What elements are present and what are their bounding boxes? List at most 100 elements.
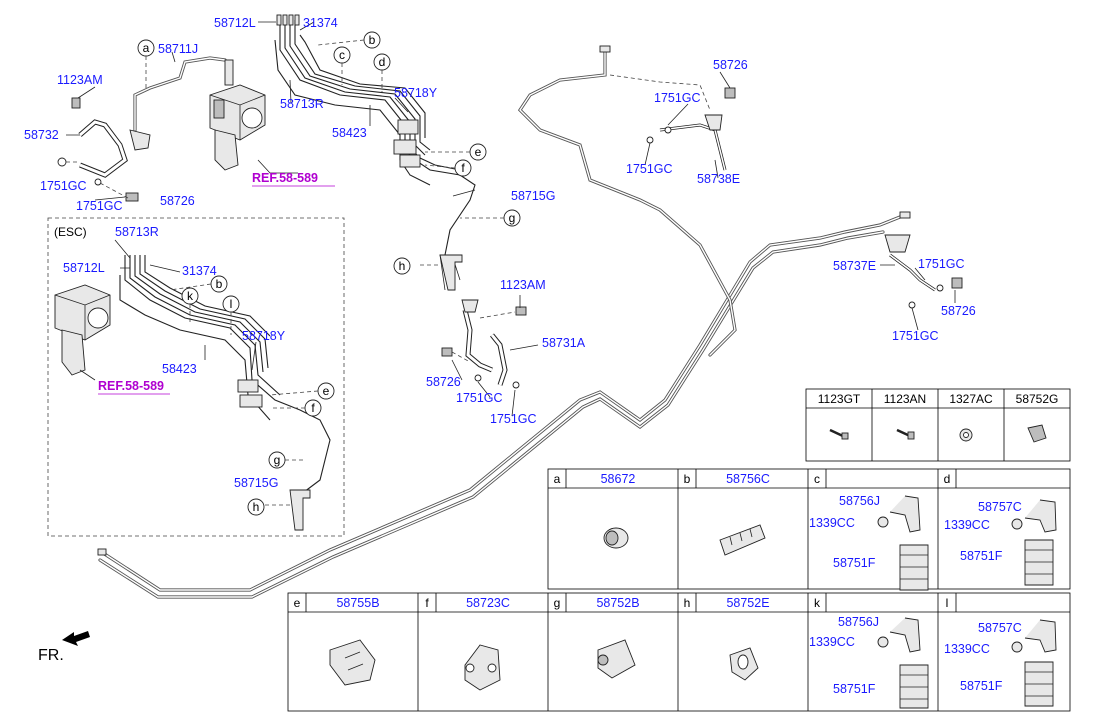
rear-center-hose — [441, 299, 527, 389]
label-58726-b[interactable]: 58726 — [713, 58, 748, 72]
label-1751GC-a[interactable]: 1751GC — [40, 179, 87, 193]
callout-b: b — [317, 31, 381, 49]
esc-title: (ESC) — [54, 225, 87, 239]
cell-c-58756J[interactable]: 58756J — [839, 494, 880, 508]
esc-callout-l: l — [222, 295, 240, 335]
esc-label-58715G[interactable]: 58715G — [234, 476, 278, 490]
nut-icon-1339CC-l — [1011, 641, 1023, 653]
esc-ref-58-589[interactable]: REF.58-589 — [98, 379, 164, 393]
tube-bundle-top — [274, 14, 476, 291]
svg-text:b: b — [216, 277, 223, 291]
cell-k-1339CC[interactable]: 1339CC — [809, 635, 855, 649]
clip-icon-58751F-d — [1024, 539, 1054, 586]
bolt-icon-1123GT — [829, 428, 849, 440]
ref-58-589-main[interactable]: REF.58-589 — [252, 171, 318, 185]
rear-right-hose-lower — [884, 234, 963, 309]
svg-text:c: c — [814, 472, 820, 486]
cell-b-58756C[interactable]: 58756C — [726, 472, 770, 486]
label-1751GC-g[interactable]: 1751GC — [456, 391, 503, 405]
cell-a-58672[interactable]: 58672 — [601, 472, 636, 486]
esc-callout-g: g — [268, 451, 286, 469]
clip-icon-58751F-l — [1024, 661, 1054, 707]
label-58732[interactable]: 58732 — [24, 128, 59, 142]
esc-callout-k: k — [181, 287, 199, 325]
esc-label-58713R[interactable]: 58713R — [115, 225, 159, 239]
label-58738E[interactable]: 58738E — [697, 172, 740, 186]
esc-label-58718Y[interactable]: 58718Y — [242, 329, 286, 343]
svg-text:f: f — [311, 401, 315, 415]
svg-text:l: l — [230, 297, 233, 311]
label-1751GC-h[interactable]: 1751GC — [490, 412, 537, 426]
label-58712L[interactable]: 58712L — [214, 16, 256, 30]
label-58726-d[interactable]: 58726 — [426, 375, 461, 389]
esc-label-58423[interactable]: 58423 — [162, 362, 197, 376]
label-58718Y[interactable]: 58718Y — [394, 86, 438, 100]
svg-text:e: e — [475, 145, 482, 159]
callout-h: h — [393, 257, 411, 275]
label-1751GC-d[interactable]: 1751GC — [626, 162, 673, 176]
cell-l-1339CC[interactable]: 1339CC — [944, 642, 990, 656]
label-31374[interactable]: 31374 — [303, 16, 338, 30]
part-labels-main: 58712L 31374 58711J 1123AM 58713R 58718Y… — [24, 16, 976, 426]
nut-icon-1339CC-d — [1011, 518, 1023, 530]
label-58731A[interactable]: 58731A — [542, 336, 586, 350]
label-1751GC-f[interactable]: 1751GC — [892, 329, 939, 343]
svg-text:a: a — [143, 41, 150, 55]
label-1123AM-b[interactable]: 1123AM — [500, 278, 546, 292]
cell-d-58757C[interactable]: 58757C — [978, 500, 1022, 514]
part-labels-esc: (ESC) 58713R 58712L 31374 58718Y 58423 R… — [54, 225, 286, 490]
rear-right-hose-upper — [609, 74, 736, 171]
hw-header-58752G: 58752G — [1016, 392, 1059, 406]
esc-label-58712L[interactable]: 58712L — [63, 261, 105, 275]
clip-icon-58751F-c — [899, 544, 929, 591]
cell-l-58757C[interactable]: 58757C — [978, 621, 1022, 635]
label-58715G[interactable]: 58715G — [511, 189, 555, 203]
svg-text:k: k — [814, 596, 821, 610]
cell-c-1339CC[interactable]: 1339CC — [809, 516, 855, 530]
callout-d: d — [373, 53, 391, 92]
svg-text:e: e — [323, 384, 330, 398]
cell-l-58751F[interactable]: 58751F — [960, 679, 1003, 693]
callout-g: g — [460, 209, 521, 227]
cell-h-58752E[interactable]: 58752E — [726, 596, 769, 610]
label-1751GC-e[interactable]: 1751GC — [918, 257, 965, 271]
front-arrow-icon — [62, 631, 90, 646]
cell-k-58751F[interactable]: 58751F — [833, 682, 876, 696]
label-58737E[interactable]: 58737E — [833, 259, 876, 273]
hydraulic-unit-main — [209, 59, 266, 171]
callout-a: a — [137, 39, 155, 88]
hw-header-1327AC: 1327AC — [949, 392, 993, 406]
cell-d-1339CC[interactable]: 1339CC — [944, 518, 990, 532]
front-left-hose-assembly — [57, 56, 227, 202]
label-58423[interactable]: 58423 — [332, 126, 367, 140]
esc-label-31374[interactable]: 31374 — [182, 264, 217, 278]
label-1123AM[interactable]: 1123AM — [57, 73, 103, 87]
hw-header-1123AN: 1123AN — [884, 392, 926, 406]
front-direction-indicator: FR. — [38, 631, 90, 664]
label-1751GC-b[interactable]: 1751GC — [76, 199, 123, 213]
label-58711J[interactable]: 58711J — [158, 42, 198, 56]
svg-text:e: e — [294, 596, 301, 610]
svg-text:f: f — [425, 596, 429, 610]
cell-k-58756J[interactable]: 58756J — [838, 615, 879, 629]
cell-g-58752B[interactable]: 58752B — [596, 596, 639, 610]
cell-f-58723C[interactable]: 58723C — [466, 596, 510, 610]
cell-c-58751F[interactable]: 58751F — [833, 556, 876, 570]
label-58713R[interactable]: 58713R — [280, 97, 324, 111]
svg-text:b: b — [369, 33, 376, 47]
clip-icon-58752E — [729, 647, 759, 681]
label-58726-a[interactable]: 58726 — [160, 194, 195, 208]
svg-text:d: d — [379, 55, 386, 69]
label-1751GC-c[interactable]: 1751GC — [654, 91, 701, 105]
cell-d-58751F[interactable]: 58751F — [960, 549, 1003, 563]
bracket-icon-58757C-l — [1024, 619, 1057, 653]
callout-c: c — [333, 46, 351, 85]
hw-header-1123GT: 1123GT — [818, 392, 861, 406]
clip-icon-58756C — [719, 524, 766, 556]
svg-text:a: a — [554, 472, 561, 486]
label-58726-c[interactable]: 58726 — [941, 304, 976, 318]
svg-text:g: g — [554, 596, 561, 610]
hardware-table: 1123GT 1123AN 1327AC 58752G — [805, 388, 1071, 462]
cell-e-58755B[interactable]: 58755B — [336, 596, 379, 610]
svg-text:k: k — [187, 289, 194, 303]
